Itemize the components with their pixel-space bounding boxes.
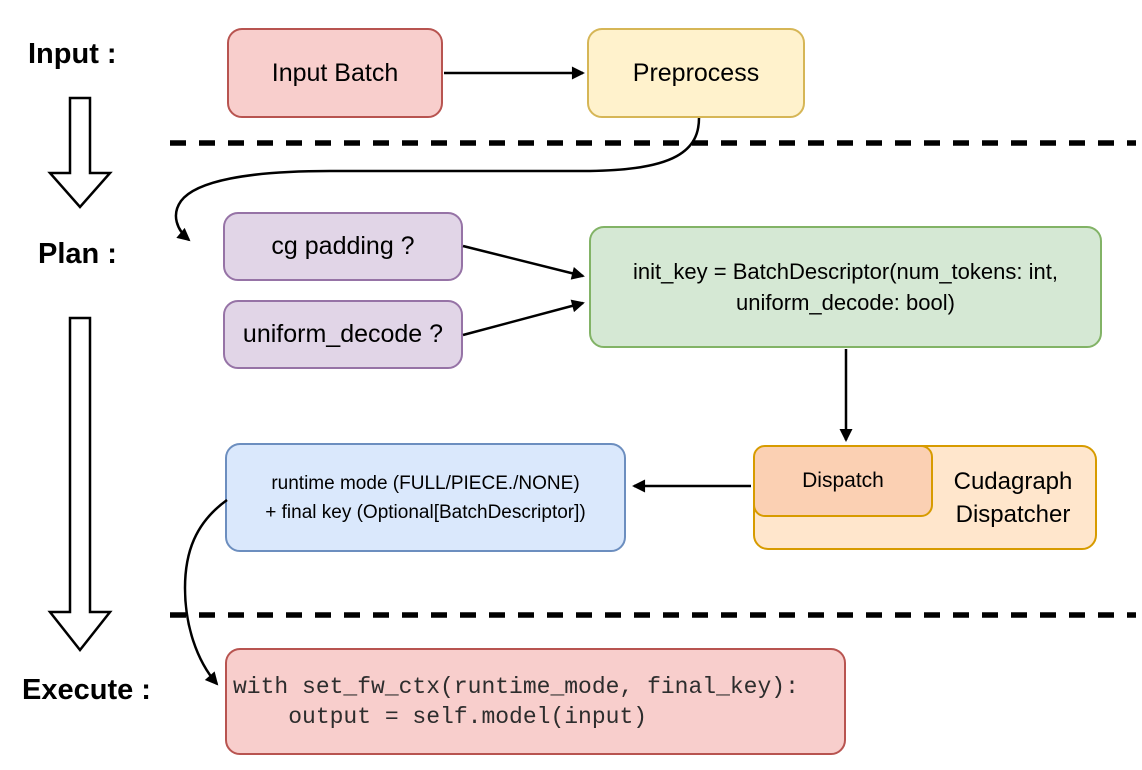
cg-padding-node: cg padding ? bbox=[223, 212, 463, 281]
arrow-runtimemode-to-executecode bbox=[183, 498, 228, 686]
cudagraph-dispatcher-title: Cudagraph Dispatcher bbox=[933, 445, 1093, 550]
init-key-line1: init_key = BatchDescriptor(num_tokens: i… bbox=[633, 259, 1058, 284]
execute-code-line1: with set_fw_ctx(runtime_mode, final_key)… bbox=[233, 673, 799, 700]
preprocess-label: Preprocess bbox=[632, 58, 760, 87]
init-key-line2: uniform_decode: bool) bbox=[736, 290, 955, 315]
uniform-decode-node: uniform_decode ? bbox=[223, 300, 463, 369]
runtime-mode-line2: + final key (Optional[BatchDescriptor]) bbox=[265, 501, 586, 523]
runtime-mode-line1: runtime mode (FULL/PIECE./NONE) bbox=[271, 472, 580, 494]
stage-arrow-plan-to-execute-icon bbox=[47, 316, 113, 653]
cg-padding-label: cg padding ? bbox=[271, 232, 415, 260]
execute-code-node: with set_fw_ctx(runtime_mode, final_key)… bbox=[225, 648, 846, 755]
stage-label-plan: Plan : bbox=[38, 238, 117, 270]
execute-code-line2: output = self.model(input) bbox=[233, 703, 648, 730]
cudagraph-dispatcher-line2: Dispatcher bbox=[955, 500, 1071, 528]
arrow-cgpadding-to-initkey bbox=[462, 244, 585, 280]
preprocess-node: Preprocess bbox=[587, 28, 805, 118]
input-batch-label: Input Batch bbox=[271, 58, 399, 87]
stage-label-execute: Execute : bbox=[22, 674, 151, 706]
stage-arrow-input-to-plan-icon bbox=[47, 96, 113, 209]
dispatch-label: Dispatch bbox=[802, 469, 884, 492]
uniform-decode-label: uniform_decode ? bbox=[242, 320, 444, 348]
runtime-mode-node: runtime mode (FULL/PIECE./NONE) + final … bbox=[225, 443, 626, 552]
cudagraph-dispatcher-line1: Cudagraph bbox=[953, 467, 1073, 495]
arrow-uniformdecode-to-initkey bbox=[462, 299, 585, 337]
input-batch-node: Input Batch bbox=[227, 28, 443, 118]
init-key-node: init_key = BatchDescriptor(num_tokens: i… bbox=[589, 226, 1102, 348]
stage-label-input: Input : bbox=[28, 38, 117, 70]
dispatch-node: Dispatch bbox=[753, 445, 933, 517]
